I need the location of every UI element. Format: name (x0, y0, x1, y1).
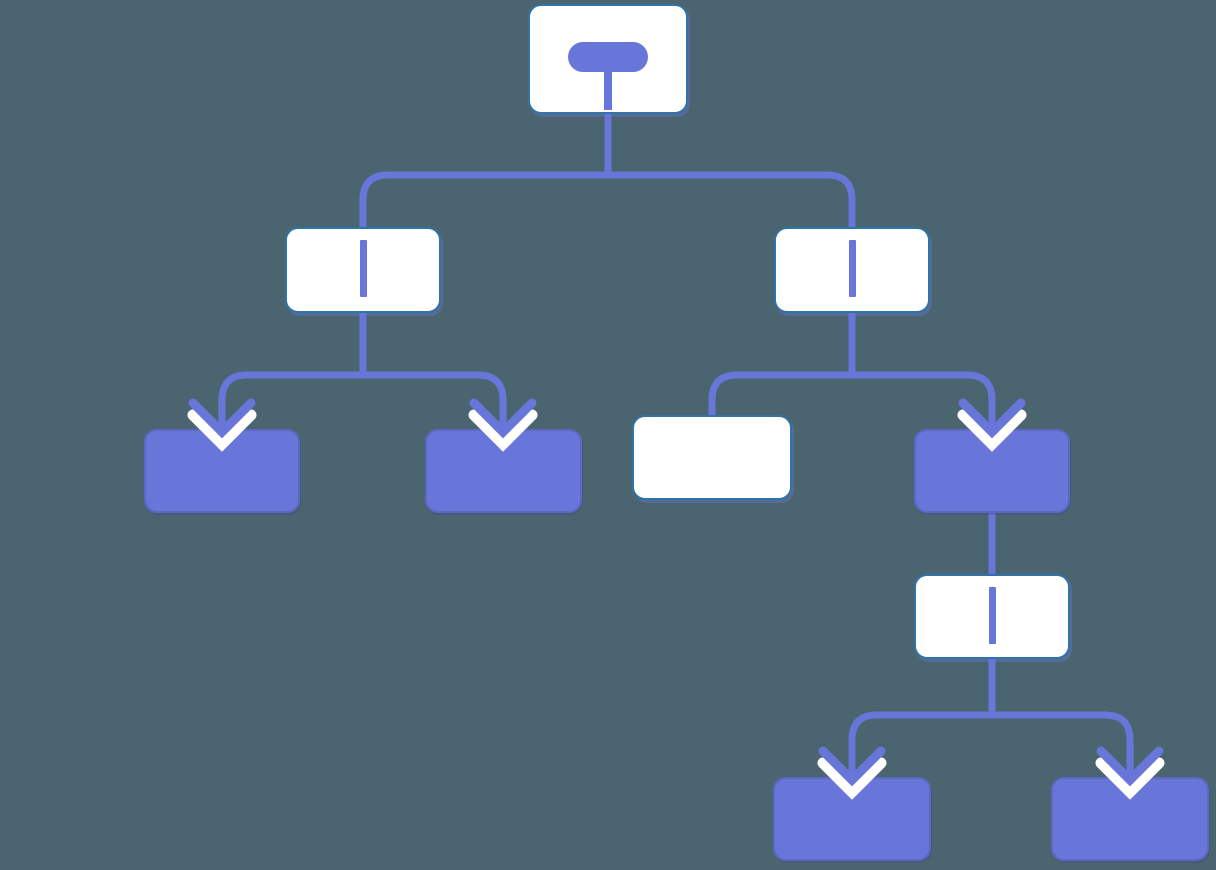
node-plain-white[interactable] (632, 415, 792, 500)
root-pill-icon (568, 42, 648, 72)
double-chevron-down-icon (468, 398, 538, 452)
vertical-bar-icon (848, 240, 856, 297)
vertical-bar-icon (988, 587, 996, 644)
node-pass-lower[interactable] (914, 574, 1070, 659)
double-chevron-down-icon (1095, 746, 1165, 800)
edge-left-split[interactable] (218, 371, 507, 428)
edge-bottom-split[interactable] (848, 711, 1134, 776)
node-branch-left[interactable] (285, 227, 441, 313)
edge-right-split[interactable] (708, 371, 996, 428)
double-chevron-down-icon (817, 746, 887, 800)
node-root[interactable] (528, 4, 688, 114)
root-stem-icon (604, 70, 612, 110)
double-chevron-down-icon (187, 398, 257, 452)
vertical-bar-icon (359, 240, 367, 297)
node-branch-right[interactable] (774, 227, 930, 313)
edge-top-split[interactable] (359, 171, 856, 230)
double-chevron-down-icon (957, 398, 1027, 452)
